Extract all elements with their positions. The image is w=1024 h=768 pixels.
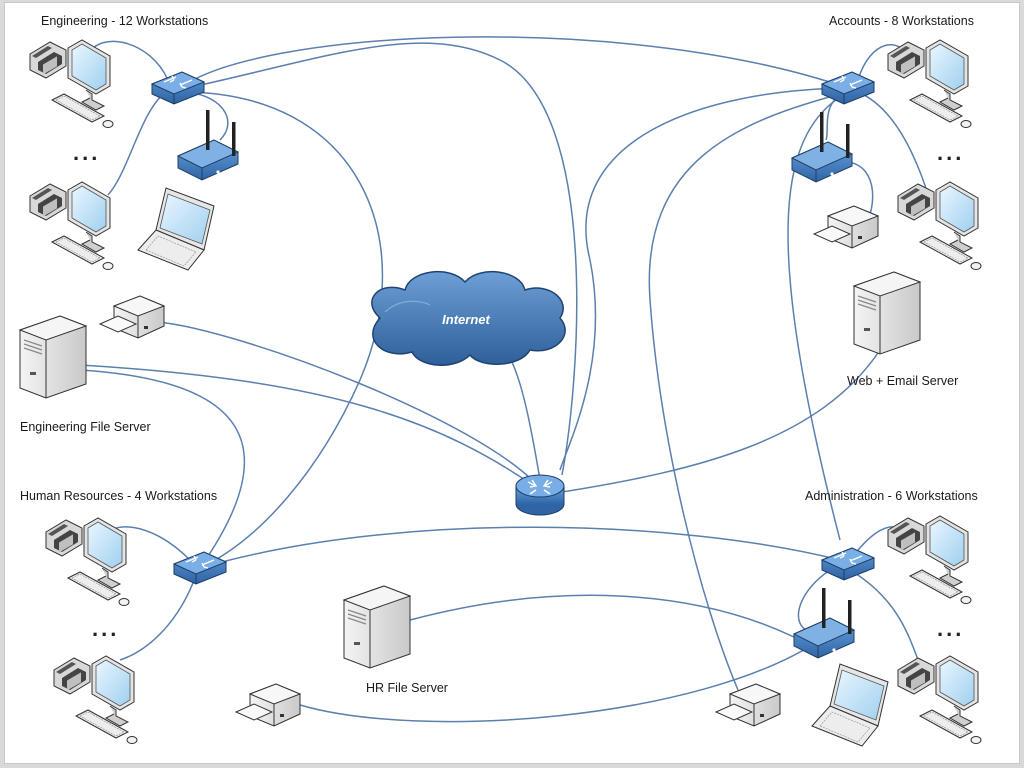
printer-icon — [99, 295, 165, 339]
hr-more-ellipsis: ... — [92, 616, 120, 641]
engineering-workstation-icon — [29, 181, 114, 270]
link-accounts-admin-printer — [648, 91, 849, 691]
link-accounts-ws2 — [857, 91, 931, 201]
network-links — [79, 36, 931, 723]
router-icon — [515, 474, 565, 516]
accounts-group-label: Accounts - 8 Workstations — [829, 14, 974, 28]
laptop-icon — [137, 187, 215, 271]
link-hr-printer-admin-ap — [299, 639, 821, 723]
hr-file-server-label: HR File Server — [366, 681, 448, 695]
link-router-eng-server — [79, 364, 541, 491]
accounts-switch-icon — [821, 71, 875, 105]
administration-switch-icon — [821, 547, 875, 581]
laptop-icon — [811, 663, 889, 747]
administration-workstation-icon — [897, 655, 982, 744]
hr-file-server-icon — [343, 585, 411, 669]
human-resources-group-label: Human Resources - 4 Workstations — [20, 489, 218, 503]
accounts-more-ellipsis: ... — [937, 140, 965, 165]
engineering-group-label: Engineering - 12 Workstations — [41, 14, 209, 28]
hr-workstation-icon — [45, 517, 130, 606]
link-engineering-accounts — [177, 36, 849, 91]
link-router-eng-printer — [157, 321, 541, 489]
wireless-access-point-icon — [177, 109, 239, 181]
link-engineering-hr — [177, 91, 384, 569]
link-eng-server-hr — [79, 369, 246, 569]
link-engineering-router — [177, 42, 578, 476]
engineering-file-server-label: Engineering File Server — [20, 420, 151, 434]
link-admin-switch-ap — [797, 569, 831, 631]
administration-more-ellipsis: ... — [937, 616, 965, 641]
printer-icon — [813, 205, 879, 249]
link-engineering-ws2 — [107, 89, 169, 196]
link-accounts-router — [559, 87, 849, 471]
hr-workstation-icon — [53, 655, 138, 744]
internet-label: Internet — [442, 312, 490, 327]
link-hr-admin — [199, 526, 841, 569]
engineering-workstation-icon — [29, 39, 114, 128]
engineering-file-server-icon — [19, 315, 87, 399]
engineering-more-ellipsis: ... — [73, 140, 101, 165]
link-hr-server-admin-ap — [409, 594, 801, 641]
printer-icon — [235, 683, 301, 727]
printer-icon — [715, 683, 781, 727]
administration-group-label: Administration - 6 Workstations — [805, 489, 978, 503]
web-email-server-icon — [853, 271, 921, 355]
administration-workstation-icon — [887, 515, 972, 604]
accounts-workstation-icon — [897, 181, 982, 270]
link-router-internet — [504, 349, 541, 481]
link-router-web-server — [561, 349, 881, 493]
link-hr-ws2 — [119, 574, 197, 661]
link-accounts-admin — [787, 91, 849, 541]
link-admin-ws2 — [849, 569, 921, 666]
accounts-workstation-icon — [887, 39, 972, 128]
hr-switch-icon — [173, 551, 227, 585]
web-email-server-label: Web + Email Server — [847, 374, 959, 388]
internet-cloud-icon: Internet — [371, 270, 566, 366]
engineering-switch-icon — [151, 71, 205, 105]
